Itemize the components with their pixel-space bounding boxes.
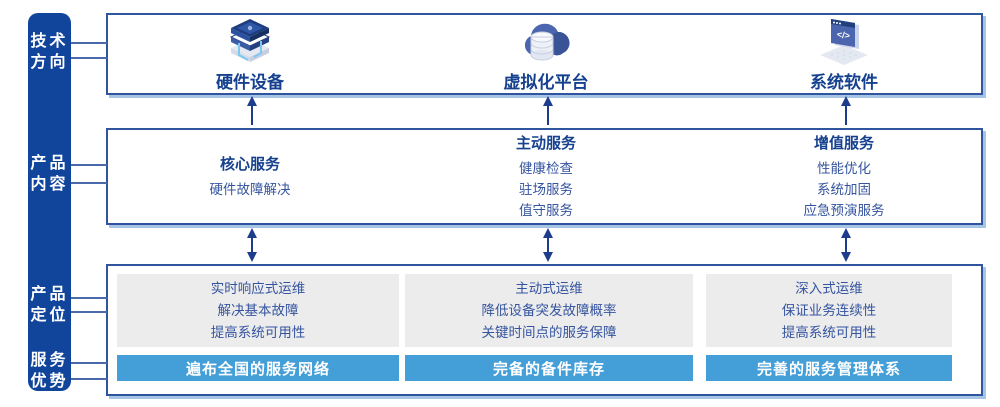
position-point: 实时响应式运维 — [210, 280, 306, 296]
service-item: 应急预演服务 — [803, 203, 885, 218]
tech-item-label: 虚拟化平台 — [503, 73, 589, 92]
tech-column-hardware: 硬件设备 — [110, 15, 390, 93]
position-point: 关键时间点的服务保障 — [481, 324, 617, 340]
tech-item-label: 硬件设备 — [216, 73, 284, 92]
service-group-title: 核心服务 — [219, 156, 280, 173]
content-column-value-added: 增值服务 性能优化 系统加固 应急预演服务 — [704, 130, 984, 223]
connector-line — [68, 378, 107, 380]
sidebar-label-product-content: 产品 内容 — [30, 155, 69, 193]
double-arrow-icon — [543, 228, 553, 262]
svg-text:</>: </> — [836, 29, 850, 41]
connector-line — [68, 182, 107, 184]
service-item: 健康检查 — [519, 161, 573, 176]
position-point: 保证业务连续性 — [781, 302, 877, 318]
connector-line — [68, 297, 107, 299]
sidebar-label-service-advantage: 服务 优势 — [30, 352, 69, 390]
position-point: 提高系统可用性 — [210, 324, 306, 340]
content-column-core: 核心服务 硬件故障解决 — [110, 130, 390, 223]
sidebar-label-tech-direction: 技术 方向 — [30, 33, 69, 71]
code-window-icon: </> — [815, 15, 873, 65]
service-group-title: 增值服务 — [813, 135, 874, 152]
up-arrow-icon — [543, 96, 553, 125]
position-point: 主动式运维 — [515, 280, 583, 296]
position-point: 降低设备突发故障概率 — [481, 302, 617, 318]
product-position-box: 实时响应式运维 解决基本故障 提高系统可用性 遍布全国的服务网络 主动式运维 降… — [106, 264, 983, 396]
service-item: 驻场服务 — [519, 182, 573, 197]
connector-line — [68, 311, 107, 313]
advantage-banner: 遍布全国的服务网络 — [117, 355, 399, 381]
service-item: 值守服务 — [519, 203, 573, 218]
tech-item-label: 系统软件 — [810, 73, 878, 92]
connector-line — [68, 164, 107, 166]
service-group-title: 主动服务 — [515, 135, 576, 152]
position-points-panel: 主动式运维 降低设备突发故障概率 关键时间点的服务保障 — [405, 274, 693, 347]
tech-column-system-software: </> 系统软件 — [704, 15, 984, 93]
position-point: 深入式运维 — [795, 280, 863, 296]
cloud-database-icon — [517, 15, 575, 65]
advantage-banner: 完备的备件库存 — [405, 355, 693, 381]
service-item: 性能优化 — [817, 161, 871, 176]
double-arrow-icon — [247, 228, 257, 262]
tech-column-virtualization: 虚拟化平台 — [406, 15, 686, 93]
server-stack-icon — [221, 15, 279, 65]
connector-line — [68, 362, 107, 364]
content-column-proactive: 主动服务 健康检查 驻场服务 值守服务 — [406, 130, 686, 223]
position-column-proactive: 主动式运维 降低设备突发故障概率 关键时间点的服务保障 完备的备件库存 — [405, 274, 693, 381]
advantage-banner: 完善的服务管理体系 — [706, 355, 952, 381]
tech-direction-box: 硬件设备 虚拟化平台 — [106, 13, 983, 95]
double-arrow-icon — [841, 228, 851, 262]
position-column-indepth: 深入式运维 保证业务连续性 提高系统可用性 完善的服务管理体系 — [706, 274, 952, 381]
position-points-panel: 实时响应式运维 解决基本故障 提高系统可用性 — [117, 274, 399, 347]
sidebar-label-product-position: 产品 定位 — [30, 286, 69, 324]
position-points-panel: 深入式运维 保证业务连续性 提高系统可用性 — [706, 274, 952, 347]
connector-line — [68, 57, 107, 59]
position-point: 提高系统可用性 — [781, 324, 877, 340]
up-arrow-icon — [841, 96, 851, 125]
left-category-bar: 技术 方向 产品 内容 产品 定位 服务 优势 — [28, 13, 71, 391]
product-content-box: 核心服务 硬件故障解决 主动服务 健康检查 驻场服务 值守服务 增值服务 性能优… — [106, 128, 983, 225]
position-point: 解决基本故障 — [217, 302, 299, 318]
connector-line — [68, 42, 107, 44]
service-item: 硬件故障解决 — [209, 182, 291, 197]
position-column-realtime: 实时响应式运维 解决基本故障 提高系统可用性 遍布全国的服务网络 — [117, 274, 399, 381]
up-arrow-icon — [247, 96, 257, 125]
service-item: 系统加固 — [817, 182, 871, 197]
